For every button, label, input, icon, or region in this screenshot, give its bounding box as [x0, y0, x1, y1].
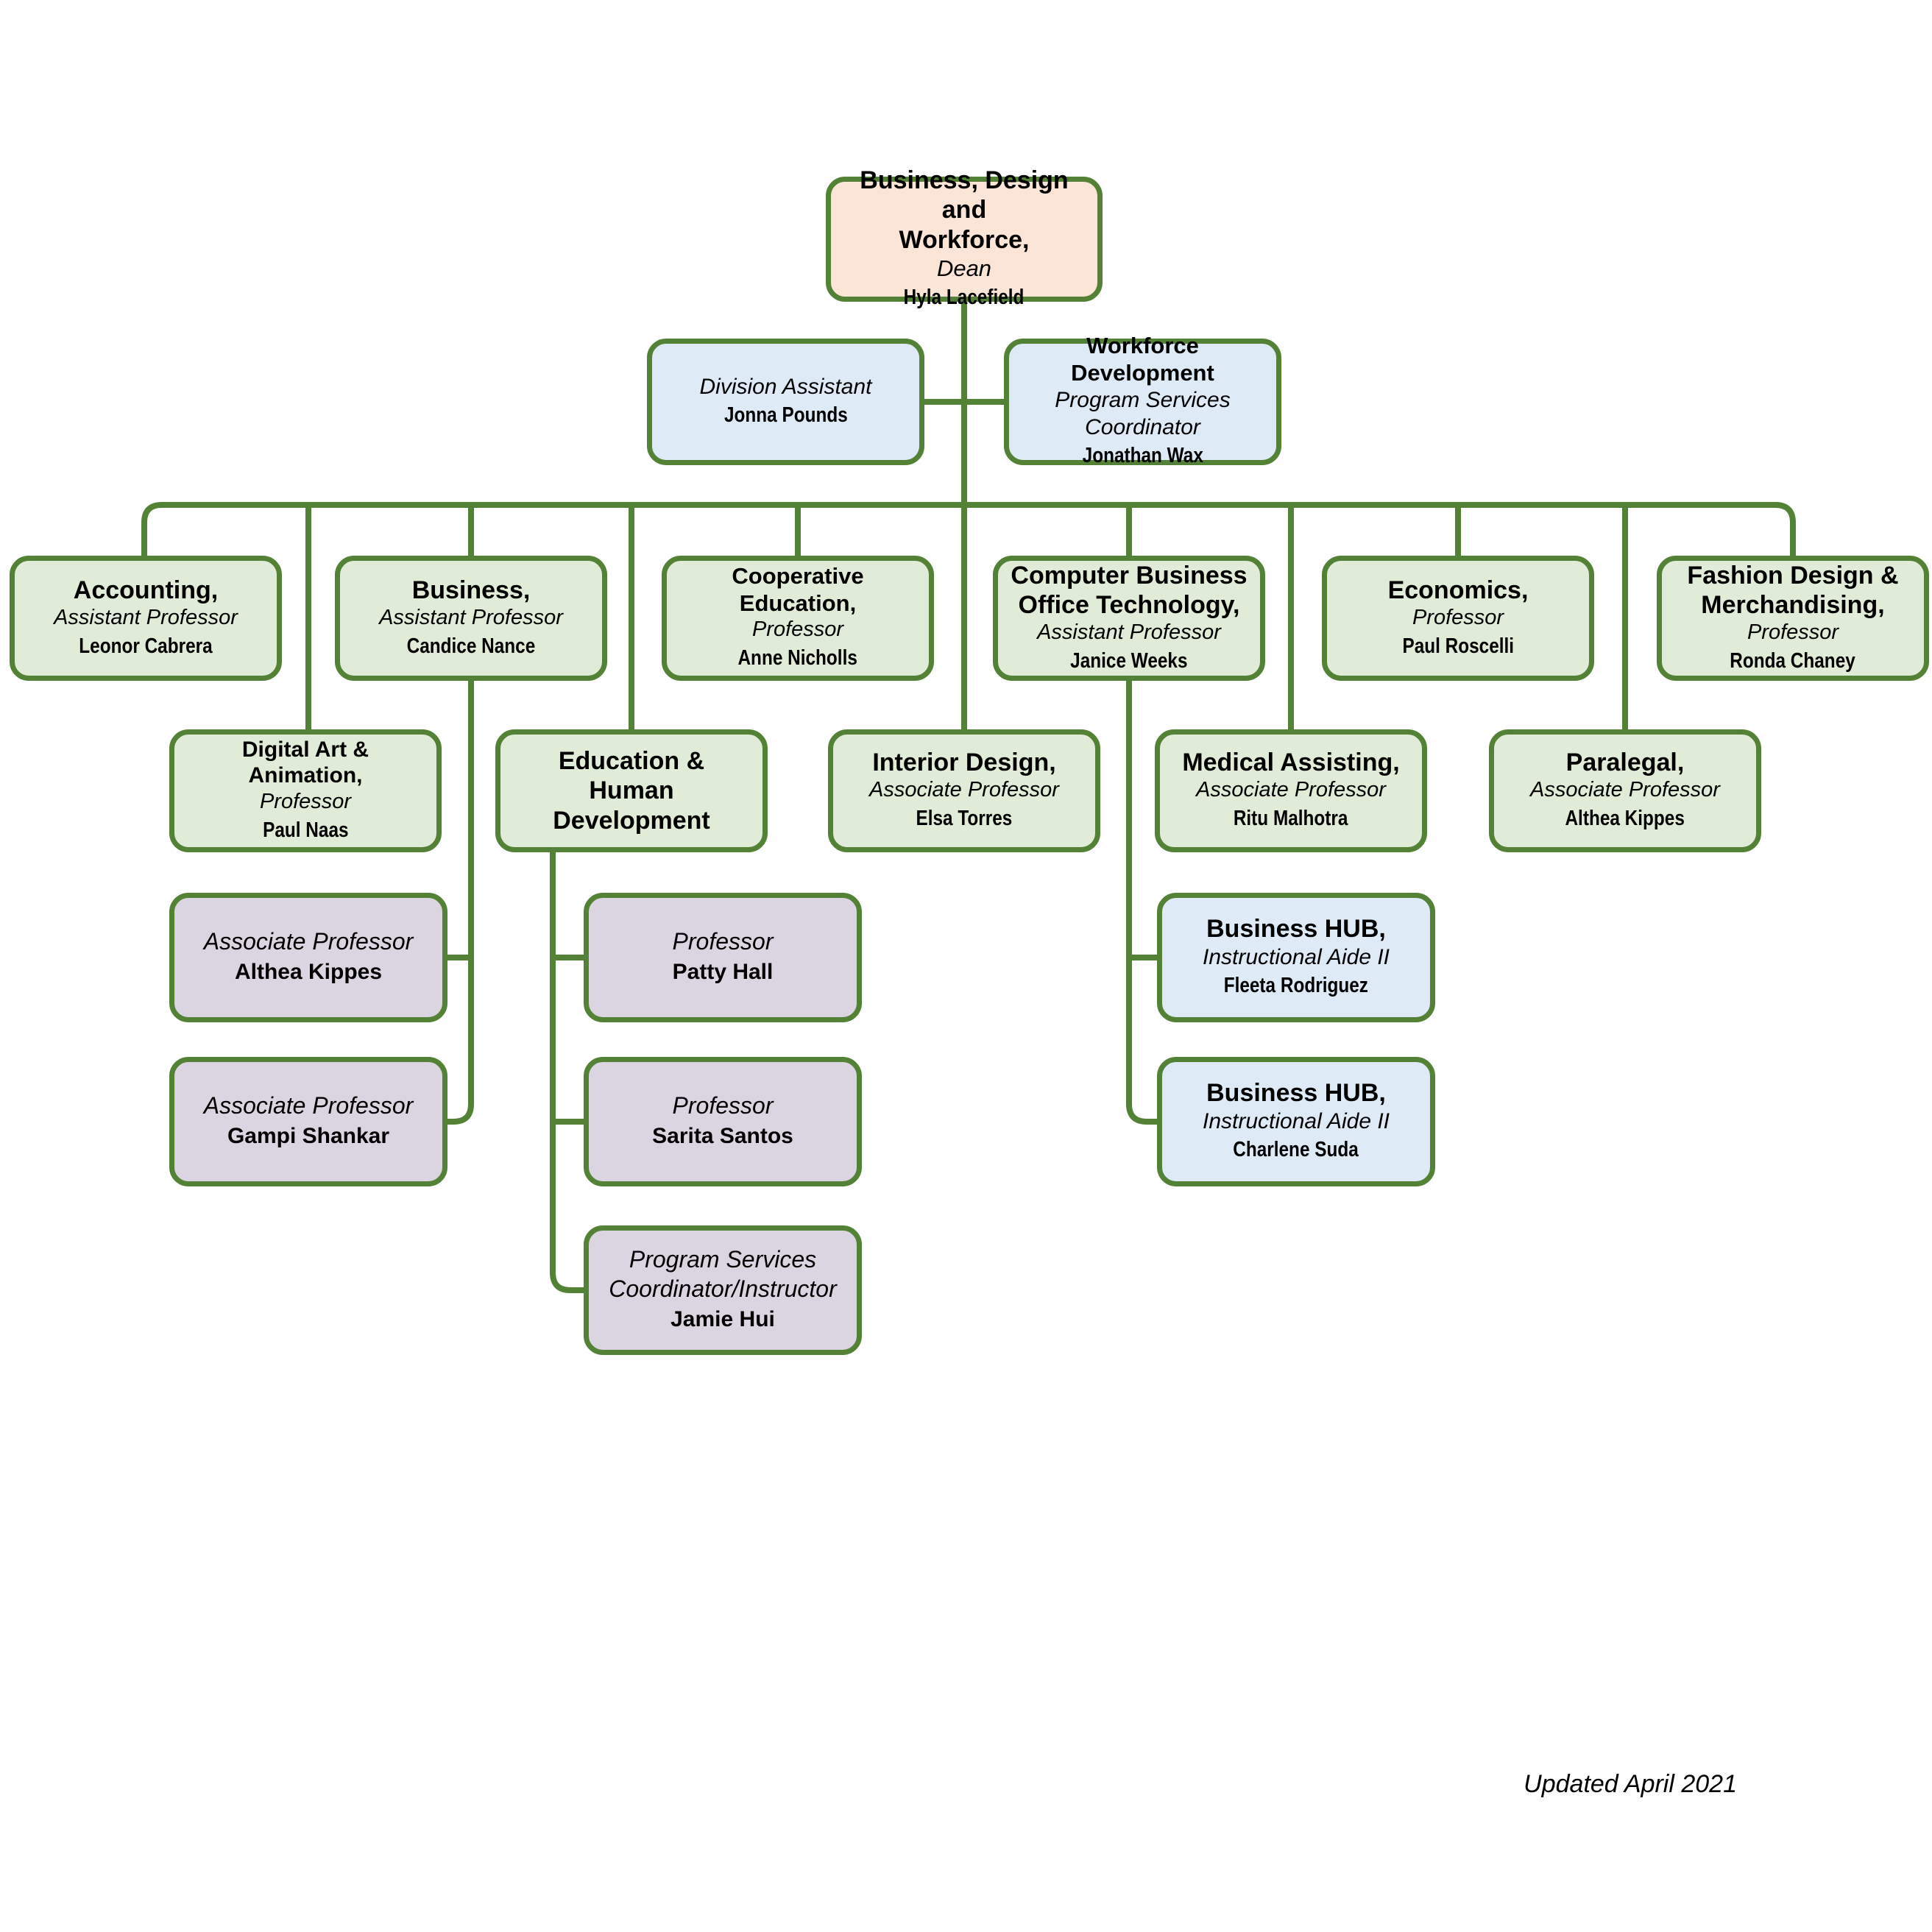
- node-role: Instructional Aide II: [1202, 945, 1390, 970]
- org-node-business-associate-professor-1: Associate Professor Althea Kippes: [169, 893, 447, 1022]
- node-role: Program Services Coordinator: [1055, 388, 1231, 440]
- org-node-business-hub-2: Business HUB, Instructional Aide II Char…: [1157, 1057, 1435, 1186]
- node-title: Education & Human Development: [553, 747, 710, 835]
- node-role: Division Assistant: [699, 375, 872, 400]
- connector-cbot-children: [1126, 678, 1157, 1125]
- node-title: Workforce Development: [1071, 332, 1214, 386]
- node-person: Leonor Cabrera: [79, 634, 213, 658]
- node-role: Professor: [1747, 620, 1839, 644]
- node-title: Economics,: [1387, 576, 1529, 604]
- node-person: Anne Nicholls: [737, 646, 858, 670]
- node-title: Interior Design,: [872, 749, 1056, 777]
- node-person: Jonathan Wax: [1082, 444, 1203, 468]
- node-title: Business HUB,: [1206, 915, 1386, 944]
- node-person: Ritu Malhotra: [1234, 807, 1348, 831]
- node-person: Charlene Suda: [1233, 1138, 1359, 1162]
- node-role: Professor: [751, 618, 844, 642]
- org-node-edhd-professor-2: Professor Sarita Santos: [584, 1057, 862, 1186]
- org-node-computer-business-office-technology: Computer Business Office Technology, Ass…: [993, 556, 1265, 681]
- node-title: Medical Assisting,: [1182, 749, 1400, 777]
- node-title: Computer Business Office Technology,: [1011, 561, 1248, 619]
- node-person: Jonna Pounds: [723, 403, 848, 428]
- org-node-medical-assisting: Medical Assisting, Associate Professor R…: [1155, 729, 1427, 852]
- node-person: Patty Hall: [672, 959, 774, 984]
- node-person: Althea Kippes: [1565, 807, 1685, 831]
- node-person: Janice Weeks: [1070, 648, 1188, 673]
- node-role: Dean: [936, 255, 992, 281]
- node-role: Assistant Professor: [379, 605, 563, 629]
- node-role: Professor: [672, 928, 774, 955]
- org-node-division-assistant: Division Assistant Jonna Pounds: [647, 339, 924, 465]
- node-title: Fashion Design & Merchandising,: [1687, 561, 1899, 619]
- org-node-edhd-professor-1: Professor Patty Hall: [584, 893, 862, 1022]
- node-person: Ronda Chaney: [1730, 648, 1856, 673]
- node-role: Professor: [1412, 605, 1504, 629]
- node-role: Associate Professor: [1530, 778, 1720, 802]
- node-title: Digital Art & Animation,: [241, 737, 369, 788]
- org-node-economics: Economics, Professor Paul Roscelli: [1322, 556, 1594, 681]
- connector-edhd-children: [550, 849, 584, 1293]
- node-title: Accounting,: [73, 576, 219, 604]
- org-node-dean: Business, Design and Workforce, Dean Hyl…: [826, 166, 1103, 309]
- node-person: Paul Naas: [262, 818, 349, 842]
- org-node-accounting: Accounting, Assistant Professor Leonor C…: [10, 556, 282, 681]
- org-node-digital-art-animation: Digital Art & Animation, Professor Paul …: [169, 729, 442, 852]
- node-title: Business,: [411, 576, 531, 604]
- org-node-fashion-design-merchandising: Fashion Design & Merchandising, Professo…: [1657, 556, 1929, 681]
- org-node-interior-design: Interior Design, Associate Professor Els…: [828, 729, 1100, 852]
- node-title: Cooperative Education,: [732, 563, 864, 616]
- node-person: Hyla Lacefield: [904, 286, 1025, 310]
- org-node-education-human-development: Education & Human Development: [495, 729, 768, 852]
- node-title: Paralegal,: [1565, 749, 1685, 777]
- org-node-paralegal: Paralegal, Associate Professor Althea Ki…: [1489, 729, 1761, 852]
- node-role: Program Services Coordinator/Instructor: [609, 1246, 837, 1302]
- node-person: Elsa Torres: [916, 807, 1013, 831]
- node-person: Sarita Santos: [652, 1123, 793, 1148]
- node-role: Professor: [259, 789, 352, 813]
- org-node-business-hub-1: Business HUB, Instructional Aide II Flee…: [1157, 893, 1435, 1022]
- org-node-cooperative-education: Cooperative Education, Professor Anne Ni…: [662, 556, 934, 681]
- node-role: Associate Professor: [1196, 778, 1386, 802]
- node-person: Candice Nance: [406, 634, 536, 658]
- node-person: Paul Roscelli: [1402, 634, 1514, 658]
- org-node-edhd-program-services-coordinator: Program Services Coordinator/Instructor …: [584, 1225, 862, 1355]
- updated-note: Updated April 2021: [1524, 1770, 1737, 1798]
- node-title: Business HUB,: [1206, 1079, 1386, 1108]
- org-node-business: Business, Assistant Professor Candice Na…: [335, 556, 607, 681]
- connector-row1-spine: [141, 502, 1796, 559]
- node-role: Instructional Aide II: [1202, 1109, 1390, 1134]
- org-node-business-associate-professor-2: Associate Professor Gampi Shankar: [169, 1057, 447, 1186]
- node-role: Associate Professor: [869, 778, 1059, 802]
- node-role: Associate Professor: [203, 928, 414, 955]
- node-role: Assistant Professor: [1037, 620, 1221, 644]
- node-person: Althea Kippes: [234, 959, 383, 984]
- node-person: Gampi Shankar: [227, 1123, 390, 1148]
- node-person: Jamie Hui: [670, 1306, 775, 1331]
- node-role: Professor: [672, 1092, 774, 1119]
- node-role: Associate Professor: [203, 1092, 414, 1119]
- org-node-workforce-development: Workforce Development Program Services C…: [1004, 333, 1281, 467]
- node-title: Business, Design and Workforce,: [860, 166, 1069, 254]
- connector-business-children: [447, 678, 474, 1125]
- node-role: Assistant Professor: [54, 605, 238, 629]
- node-person: Fleeta Rodriguez: [1223, 974, 1369, 998]
